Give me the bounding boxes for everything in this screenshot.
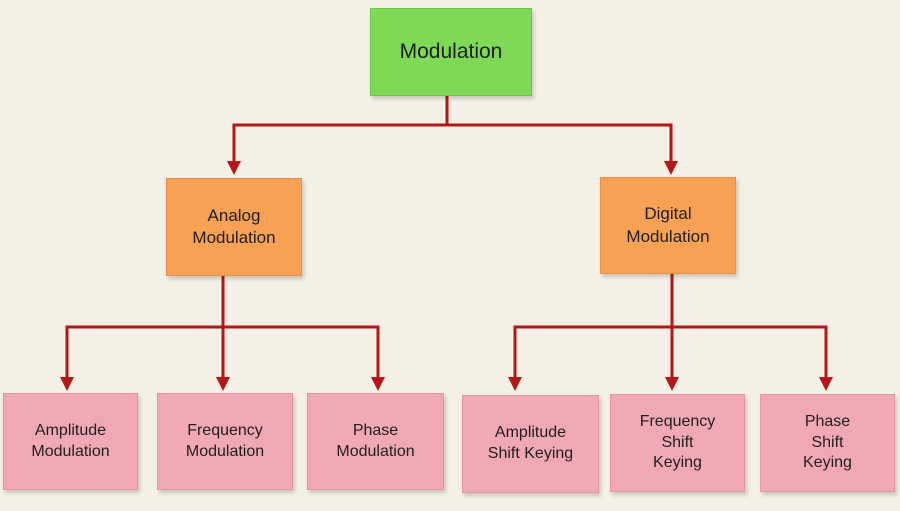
root-label-line-1: Modulation bbox=[399, 40, 503, 64]
arrow-to-frequency-shift-keying bbox=[665, 377, 679, 391]
arrow-to-phase-modulation bbox=[371, 377, 385, 391]
arrow-to-amplitude-shift-keying bbox=[508, 377, 522, 391]
leaf-label-line-1: Frequency bbox=[187, 421, 263, 439]
leaf-label-line-1: Amplitude bbox=[494, 424, 567, 442]
leaf-label-line-3: Keying bbox=[803, 454, 852, 472]
leaf-node-amplitude-modulation: Amplitude Modulation bbox=[3, 393, 138, 490]
leaf-node-amplitude-shift-keying: Amplitude Shift Keying bbox=[462, 395, 599, 493]
connector-analog bbox=[65, 276, 380, 378]
leaf-node-phase-modulation: Phase Modulation bbox=[307, 393, 444, 490]
category-node-digital: Digital Modulation bbox=[600, 177, 736, 274]
category-node-analog: Analog Modulation bbox=[166, 178, 302, 276]
leaf-label-line-1: Frequency bbox=[639, 412, 716, 430]
arrow-to-phase-shift-keying bbox=[819, 377, 833, 391]
leaf-label-line-2: Modulation bbox=[185, 442, 265, 460]
arrow-to-frequency-modulation bbox=[216, 377, 230, 391]
arrow-to-digital bbox=[664, 161, 678, 175]
arrow-to-analog bbox=[227, 161, 241, 175]
leaf-label-line-1: Amplitude bbox=[34, 421, 107, 439]
leaf-label-line-1: Phase bbox=[352, 421, 399, 439]
leaf-label-line-1: Phase bbox=[804, 412, 851, 430]
digital-label-line-2: Modulation bbox=[626, 226, 710, 246]
leaf-label-line-3: Keying bbox=[653, 454, 702, 472]
connector-root bbox=[232, 96, 673, 162]
leaf-label-line-2: Modulation bbox=[336, 442, 415, 460]
analog-label-line-1: Analog bbox=[207, 205, 261, 225]
leaf-node-frequency-shift-keying: Frequency Shift Keying bbox=[610, 394, 745, 492]
leaf-node-phase-shift-keying: Phase Shift Keying bbox=[760, 394, 895, 492]
leaf-label-line-2: Shift bbox=[811, 433, 844, 451]
leaf-label-line-2: Shift Keying bbox=[487, 445, 574, 462]
digital-label-line-1: Digital bbox=[644, 204, 692, 224]
leaf-label-line-2: Modulation bbox=[31, 442, 110, 460]
arrow-to-amplitude-modulation bbox=[60, 377, 74, 391]
root-node-modulation: Modulation bbox=[370, 8, 532, 96]
analog-label-line-2: Modulation bbox=[192, 228, 276, 247]
connector-digital bbox=[513, 274, 828, 378]
leaf-node-frequency-modulation: Frequency Modulation bbox=[157, 393, 293, 490]
leaf-label-line-2: Shift bbox=[661, 433, 694, 451]
